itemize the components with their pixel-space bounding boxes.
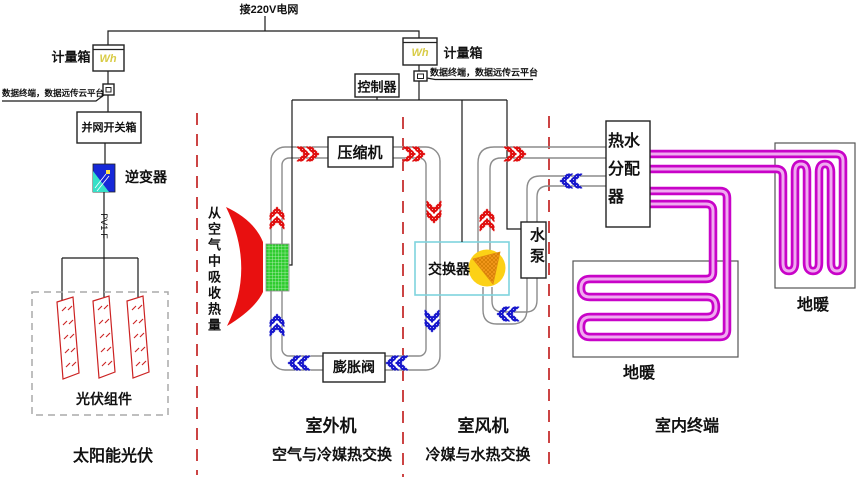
- absorb-heat-label: 从空气中吸收热量: [206, 206, 221, 334]
- section-indoor-label: 室内终端: [654, 418, 720, 435]
- cold-arrow: [287, 355, 311, 371]
- pv-modules-label: 光伏组件: [76, 391, 132, 407]
- cold-arrow: [424, 309, 440, 333]
- meter-left-label: 计量箱: [51, 49, 91, 65]
- cold-arrow: [385, 355, 409, 371]
- grid-connection-label: 接220V电网: [239, 4, 299, 16]
- pump-label: 水泵: [528, 227, 545, 269]
- grid-switch-box-label: 并网开关箱: [81, 122, 137, 134]
- hot-arrow: [296, 146, 320, 162]
- pump-box: [520, 221, 547, 279]
- pv-panel-icons: [56, 295, 150, 380]
- cold-arrow: [496, 306, 520, 322]
- pv-wire-label: PV1-F: [99, 213, 109, 239]
- section-fan-label: 室风机: [457, 416, 509, 436]
- distributor-box: [605, 120, 651, 228]
- data-terminal-left-label: 数据终端，数据远传云平台: [2, 88, 105, 98]
- water-loop: [477, 146, 606, 325]
- floor-heating-left-label: 地暖: [622, 365, 656, 382]
- meter-right-label: 计量箱: [443, 45, 483, 61]
- controller-label: 控制器: [357, 79, 397, 95]
- evaporator-coil-icon: [265, 243, 290, 292]
- wh-meter-icon: Wh: [411, 47, 429, 59]
- data-terminal-right-label: 数据终端，数据远传云平台: [429, 67, 539, 78]
- compressor-label: 压缩机: [337, 144, 383, 162]
- wh-meter-icon: Wh: [99, 53, 117, 65]
- floor-heating-pipes: [576, 149, 848, 342]
- hot-arrow: [479, 208, 495, 232]
- compressor-box: [327, 136, 394, 168]
- controller-box: [354, 73, 400, 98]
- pv-array-box: [31, 291, 169, 416]
- exchanger-label: 交换器: [428, 261, 470, 277]
- section-dividers: [196, 113, 550, 477]
- inverter-icon: [92, 163, 116, 193]
- section-solar-label: 太阳能光伏: [72, 448, 154, 465]
- expansion-valve-label: 膨胀阀: [333, 359, 375, 375]
- section-outdoor-sub-label: 空气与冷媒热交换: [271, 446, 393, 464]
- floor-heating-right-label: 地暖: [796, 297, 830, 314]
- hot-arrow: [426, 200, 442, 224]
- expansion-valve-box: [322, 352, 386, 383]
- section-fan-sub-label: 冷媒与水热交换: [425, 446, 531, 464]
- grid-switch-box: [76, 111, 142, 144]
- meter-top-lines: [93, 41, 437, 51]
- inverter-label: 逆变器: [125, 169, 167, 185]
- airflow-icon: [226, 207, 263, 326]
- section-outdoor-label: 室外机: [305, 416, 357, 436]
- exchanger-icon: [468, 249, 506, 287]
- distributor-label: 热水分配器: [608, 133, 641, 206]
